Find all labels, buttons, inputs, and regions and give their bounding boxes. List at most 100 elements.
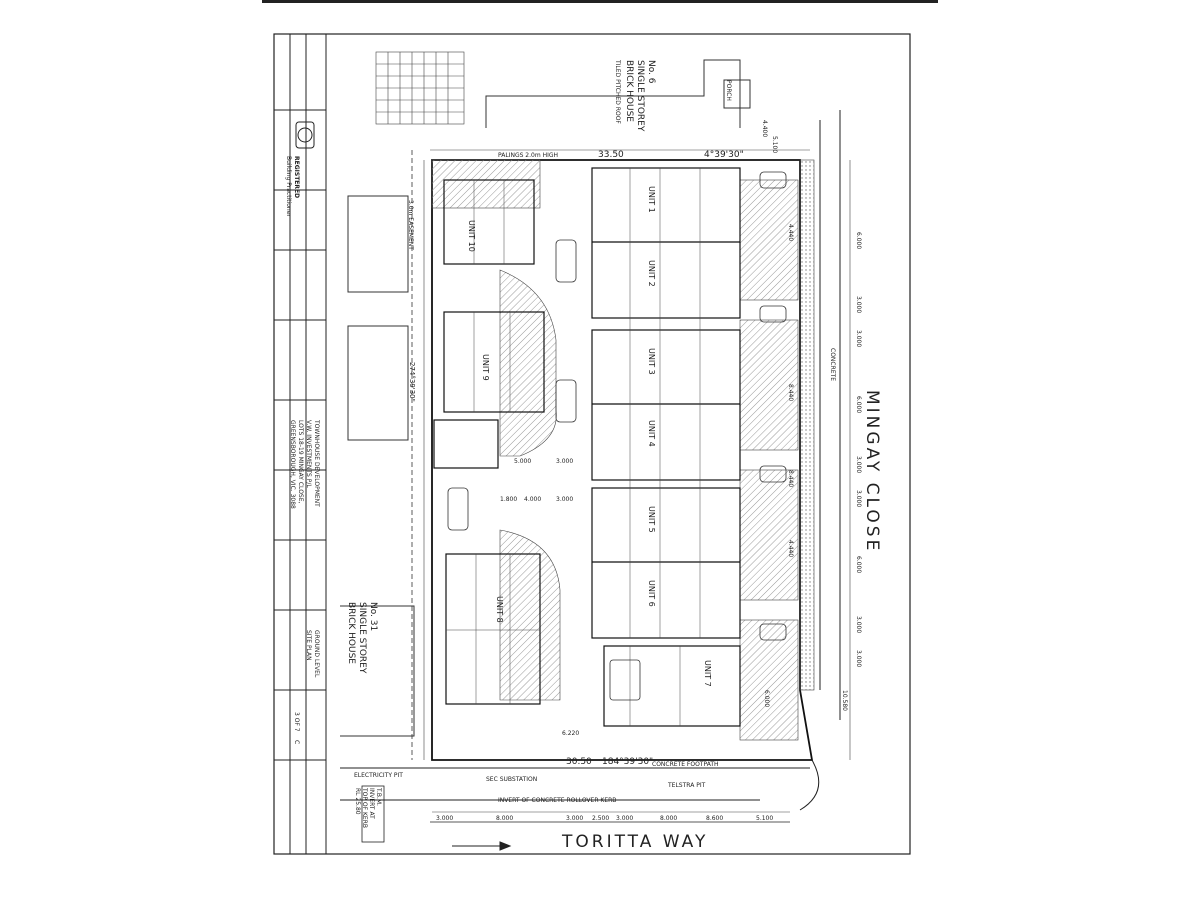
street-name-south: TORITTA WAY xyxy=(562,832,709,852)
dim-east: 6.000 xyxy=(763,690,770,708)
tbm-line: INVERT AT xyxy=(368,788,375,819)
units-east-row xyxy=(591,167,741,727)
footpath-east xyxy=(799,159,815,691)
neighbour-north-line: BRICK HOUSE xyxy=(624,60,634,122)
boundary-north-length: 33.50 xyxy=(598,150,624,160)
title-block xyxy=(273,33,327,855)
project-text: TOWNHOUSE DEVELOPMENT xyxy=(313,420,320,507)
client-text: V.W. INVESTMENTS P/L xyxy=(305,420,312,488)
dim-bottom: 8.600 xyxy=(706,815,724,822)
dim-mid: 1.800 xyxy=(500,496,518,503)
title-block-drawing: GROUND LEVEL SITE PLAN xyxy=(304,630,320,677)
fence-north-label: PALINGS 2.0m HIGH xyxy=(498,152,559,159)
site-boundary xyxy=(431,159,814,761)
dim-east: 3.000 xyxy=(855,456,862,474)
unit-label: UNIT 8 xyxy=(495,596,504,623)
dim-mid: 3.000 xyxy=(556,496,574,503)
dim-east: 5.100 xyxy=(771,136,778,154)
car-spaces xyxy=(447,171,787,701)
kerb-lines xyxy=(340,110,841,823)
drawing-text: GROUND LEVEL xyxy=(313,630,320,678)
scan-top-edge xyxy=(262,0,938,3)
tbm-line: T.B.M. xyxy=(375,788,382,806)
neighbour-west-line: No. 31 xyxy=(368,602,378,632)
dim-mid: 4.440 xyxy=(787,224,794,242)
dim-east: 6.000 xyxy=(855,556,862,574)
street-name-east: MINGAY CLOSE xyxy=(862,390,882,554)
revision: C xyxy=(293,740,300,745)
unit-label: UNIT 9 xyxy=(481,354,490,381)
dim-east: 6.000 xyxy=(855,232,862,250)
drawing2-text: SITE PLAN xyxy=(305,630,312,661)
neighbour-west-line: BRICK HOUSE xyxy=(346,602,356,664)
neighbour-north-line: SINGLE STOREY xyxy=(635,60,645,132)
neighbour-north-label: No. 6 SINGLE STOREY BRICK HOUSE TILED PI… xyxy=(612,60,656,131)
neighbour-west-label: No. 31 SINGLE STOREY BRICK HOUSE xyxy=(345,602,378,673)
registered-text: REGISTERED xyxy=(293,156,300,199)
concrete-footpath-label: CONCRETE FOOTPATH xyxy=(652,761,719,768)
easement-label: 3.0m EASEMENT xyxy=(407,200,414,250)
dim-east: 6.000 xyxy=(855,396,862,414)
neighbour-west xyxy=(340,195,415,737)
tbm-box xyxy=(361,785,385,843)
dimension-lines xyxy=(423,149,851,813)
title-block-address: LOTS 18-19 MINGAY CLOSE, GREENSBOROUGH, … xyxy=(288,420,304,509)
north-arrow xyxy=(452,841,512,851)
dim-bottom: 8.000 xyxy=(496,815,514,822)
boundary-north-bearing: 4°39'30" xyxy=(704,150,744,160)
dim-bottom: 2.500 xyxy=(592,815,610,822)
driveway-areas xyxy=(431,159,799,741)
dim-bottom: 8.000 xyxy=(660,815,678,822)
neighbour-north-line: No. 6 xyxy=(646,60,656,84)
unit-label: UNIT 4 xyxy=(647,420,656,447)
dim-mid: 5.000 xyxy=(514,458,532,465)
dim-east: 3.000 xyxy=(855,296,862,314)
unit-label: UNIT 5 xyxy=(647,506,656,533)
dim-east: 3.000 xyxy=(855,330,862,348)
dim-east: 10.580 xyxy=(841,690,848,711)
title-block-registered: REGISTERED Building Practitioner xyxy=(284,156,300,217)
concrete-label: CONCRETE xyxy=(829,348,836,382)
dim-mid: 4.440 xyxy=(787,540,794,558)
boundary-south-length: 30.50 xyxy=(566,757,592,767)
unit-label: UNIT 7 xyxy=(703,660,712,687)
dim-east: 3.000 xyxy=(855,616,862,634)
unit-label: UNIT 3 xyxy=(647,348,656,375)
neighbour-north-line: TILED PITCHED ROOF xyxy=(614,60,621,124)
invert-kerb-label: INVERT OF CONCRETE ROLLOVER KERB xyxy=(498,797,617,804)
tbm-line: RL 25.80 xyxy=(354,788,361,815)
porch-label: PORCH xyxy=(725,80,732,101)
dim-east: 3.000 xyxy=(855,490,862,508)
dim-mid: 6.220 xyxy=(562,730,580,737)
dim-bottom: 3.000 xyxy=(566,815,584,822)
area-schedule-table xyxy=(375,51,465,125)
dim-mid: 3.000 xyxy=(556,458,574,465)
unit-label: UNIT 1 xyxy=(647,186,656,213)
neighbour-north xyxy=(485,59,751,128)
unit-label: UNIT 6 xyxy=(647,580,656,607)
dim-bottom: 3.000 xyxy=(616,815,634,822)
telstra-pit-label: TELSTRA PIT xyxy=(668,782,706,789)
dim-east: 4.400 xyxy=(761,120,768,138)
electricity-pit-label: ELECTRICITY PIT xyxy=(354,772,403,779)
title-block-project: TOWNHOUSE DEVELOPMENT V.W. INVESTMENTS P… xyxy=(304,420,320,507)
sec-substation-label: SEC SUBSTATION xyxy=(486,776,538,783)
unit-label: UNIT 2 xyxy=(647,260,656,287)
registered-sub-text: Building Practitioner xyxy=(285,156,292,217)
boundary-west-bearing: 274°39'30" xyxy=(408,362,416,402)
dim-bottom: 3.000 xyxy=(436,815,454,822)
units-west-row xyxy=(433,179,545,705)
dim-east: 3.000 xyxy=(855,650,862,668)
dim-mid: 8.440 xyxy=(787,470,794,488)
address-text: LOTS 18-19 MINGAY CLOSE, xyxy=(297,420,304,504)
boundary-south-bearing: 184°39'30" xyxy=(602,757,654,767)
tbm-note: T.B.M. INVERT AT TOP OF KERB RL 25.80 xyxy=(354,788,382,828)
sheet-number: 3 OF 7 xyxy=(293,712,300,732)
dim-mid: 4.000 xyxy=(524,496,542,503)
neighbour-west-line: SINGLE STOREY xyxy=(357,602,367,674)
dim-bottom: 5.100 xyxy=(756,815,774,822)
suburb-text: GREENSBOROUGH, VIC. 3088 xyxy=(289,420,296,509)
unit-label: UNIT 10 xyxy=(467,220,476,252)
tbm-line: TOP OF KERB xyxy=(361,788,368,829)
